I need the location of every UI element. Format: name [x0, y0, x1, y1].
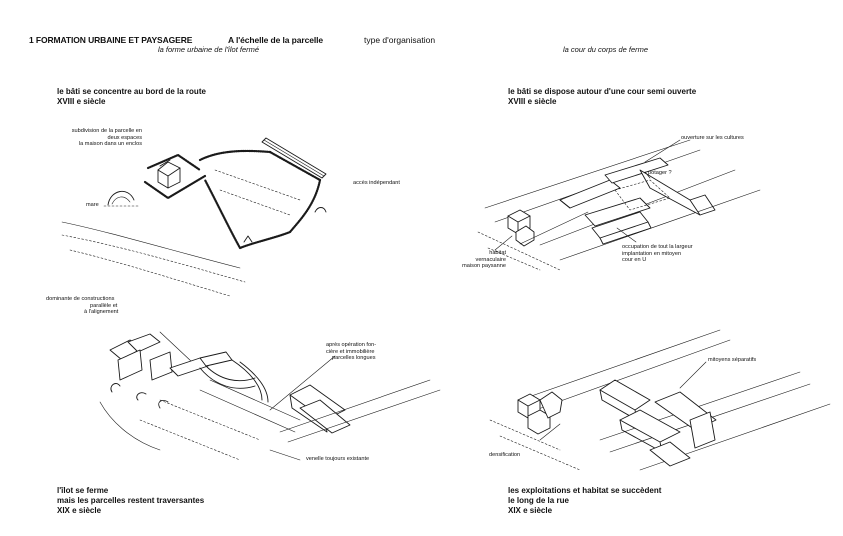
note-potager: potager ?: [648, 170, 672, 176]
right-subtitle: la cour du corps de ferme: [563, 45, 649, 54]
note-dominante-line-3: à l'alignement: [84, 309, 119, 316]
note-occupation: occupation de tout la largeur implantati…: [622, 244, 693, 264]
sketch-top-right: [477, 139, 761, 271]
note-habitat-line-2: vernaculaire: [475, 256, 506, 263]
note-occupation-line-2: implantation en mitoyen: [622, 250, 682, 257]
caption-top-right-line-2: XVIII e siècle: [508, 97, 557, 106]
note-dominante: dominante de constructions parallèle et …: [46, 296, 118, 316]
caption-bottom-right-line-2: le long de la rue: [508, 496, 569, 505]
sketch-top-left: [61, 137, 327, 297]
sketch-bottom-right: [489, 329, 831, 471]
caption-top-left-line-1: le bâti se concentre au bord de la route: [57, 87, 206, 96]
note-subdivision-line-2: deux espaces: [107, 134, 142, 141]
note-apres-line-2: cière et immobilière: [326, 348, 375, 355]
note-dominante-line-1: dominante de constructions: [46, 296, 115, 302]
note-dominante-line-2: parallèle et: [90, 302, 118, 309]
note-densification: densification: [489, 452, 521, 458]
caption-top-right-line-1: le bâti se dispose autour d'une cour sem…: [508, 87, 697, 96]
note-subdivision: subdivision de la parcelle en deux espac…: [44, 128, 142, 148]
note-habitat-line-3: maison paysanne: [462, 263, 506, 270]
note-apres: après opération fon- cière et immobilièr…: [326, 342, 376, 362]
organisation-type: type d'organisation: [364, 35, 436, 45]
caption-bottom-right-line-1: les exploitations et habitat se succèden…: [508, 486, 662, 495]
note-ouverture: ouverture sur les cultures: [681, 135, 744, 141]
caption-bottom-right-line-3: XIX e siècle: [508, 506, 553, 515]
sketch-bottom-left: [99, 331, 441, 461]
note-venelle: venelle toujours existante: [306, 456, 370, 462]
note-occupation-line-3: cour en U: [622, 257, 647, 264]
note-acces: accès indépendant: [353, 180, 400, 186]
caption-bottom-left-line-3: XIX e siècle: [57, 506, 102, 515]
note-habitat: habitat vernaculaire maison paysanne: [440, 250, 506, 270]
note-occupation-line-1: occupation de tout la largeur: [622, 244, 693, 250]
note-apres-line-1: après opération fon-: [326, 342, 377, 348]
note-mare: mare: [86, 202, 99, 208]
caption-bottom-left-line-1: l'îlot se ferme: [57, 486, 109, 495]
note-apres-line-3: parcelles longues: [332, 355, 376, 362]
caption-top-left-line-2: XVIII e siècle: [57, 97, 106, 106]
note-subdivision-line-1: subdivision de la parcelle en: [71, 128, 142, 134]
page-title: 1 FORMATION URBAINE ET PAYSAGERE: [29, 35, 193, 45]
note-habitat-line-1: habitat: [489, 250, 506, 256]
note-subdivision-line-3: la maison dans un enclos: [78, 141, 142, 148]
left-subtitle: la forme urbaine de l'îlot fermé: [158, 45, 260, 54]
caption-bottom-left-line-2: mais les parcelles restent traversantes: [57, 496, 205, 505]
scale-heading: A l'échelle de la parcelle: [228, 35, 324, 45]
note-mitoyens: mitoyens séparatifs: [708, 357, 757, 363]
